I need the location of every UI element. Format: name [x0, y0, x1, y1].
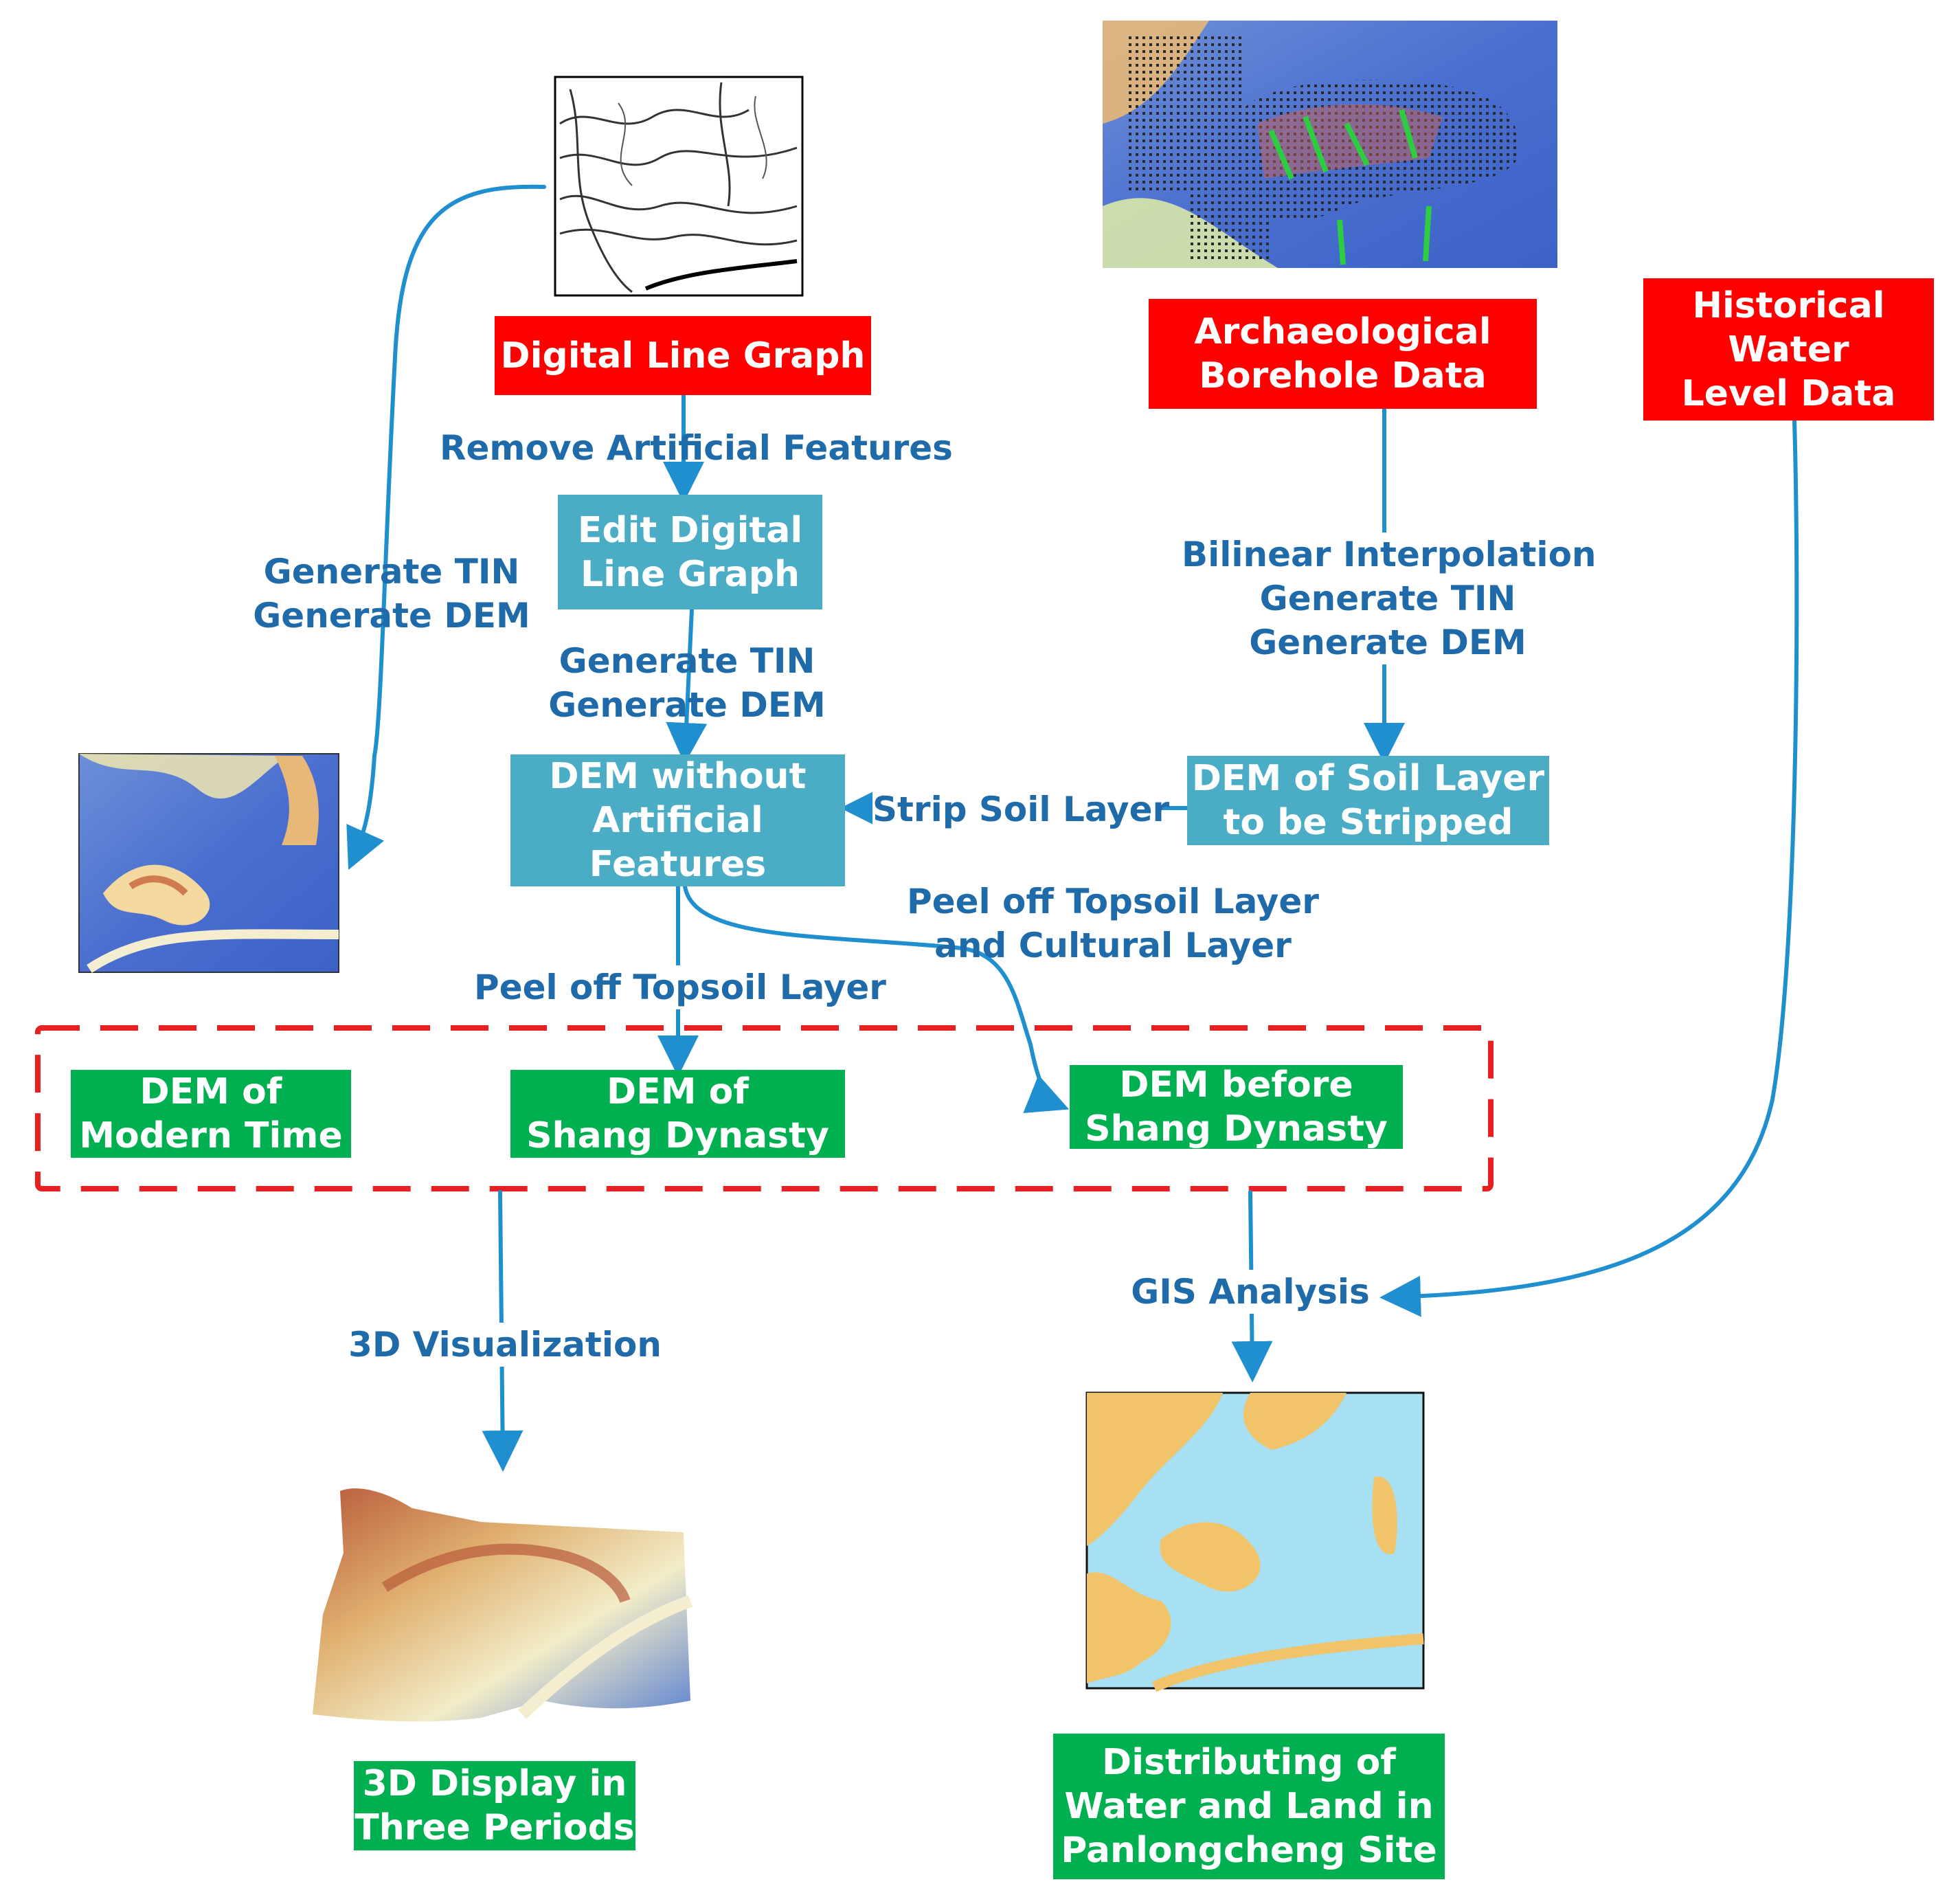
arrow-dem-without-to-before-shang [683, 884, 1070, 1113]
gis-analysis-label: GIS Analysis [1127, 1270, 1374, 1314]
peel-cultural-line1: Peel off Topsoil Layer [907, 882, 1319, 921]
bilinear-line3: Generate DEM [1249, 623, 1526, 662]
strip-soil-label: Strip Soil Layer [872, 787, 1169, 831]
edit-dlg-box: Edit Digital Line Graph [558, 495, 822, 609]
water-label-line3: Level Data [1681, 372, 1896, 414]
bilinear-label: Bilinear Interpolation Generate TIN Gene… [1182, 533, 1597, 664]
peel-topsoil-cultural-label: Peel off Topsoil Layer and Cultural Laye… [893, 880, 1333, 967]
remove-artificial-label: Remove Artificial Features [440, 428, 953, 468]
dem-modern-line2: Modern Time [79, 1115, 343, 1156]
historical-water-box: Historical Water Level Data [1643, 278, 1934, 421]
archaeological-borehole-box: Archaeological Borehole Data [1149, 299, 1537, 409]
dem-shang-line1: DEM of [607, 1071, 749, 1112]
display-3d-line2: Three Periods [354, 1807, 635, 1848]
water-land-line1: Distributing of [1102, 1742, 1396, 1783]
generate-left-line2: Generate DEM [253, 596, 530, 636]
dem-modern-box: DEM of Modern Time [71, 1070, 351, 1158]
dem-soil-line2: to be Stripped [1223, 802, 1513, 843]
dem-modern-line1: DEM of [139, 1071, 282, 1112]
water-land-map-image [1085, 1391, 1425, 1692]
terrain-3d-image [313, 1488, 692, 1722]
dem-without-line1: DEM without [549, 756, 807, 797]
generate-mid-line2: Generate DEM [548, 685, 826, 725]
digital-line-graph-label: Digital Line Graph [500, 335, 866, 377]
dem-soil-line1: DEM of Soil Layer [1191, 758, 1545, 799]
display-3d-box: 3D Display in Three Periods [354, 1761, 635, 1850]
borehole-label-line1: Archaeological [1194, 311, 1491, 352]
visualization-3d-label: 3D Visualization [343, 1323, 666, 1367]
water-land-box: Distributing of Water and Land in Panlon… [1053, 1734, 1445, 1879]
water-land-line3: Panlongcheng Site [1061, 1830, 1437, 1871]
water-label-line2: Water [1728, 328, 1849, 370]
dem-modern-image [78, 753, 339, 973]
bilinear-line1: Bilinear Interpolation [1182, 535, 1597, 574]
edit-dlg-line1: Edit Digital [577, 509, 803, 551]
borehole-label-line2: Borehole Data [1199, 355, 1487, 396]
dem-before-line2: Shang Dynasty [1085, 1108, 1388, 1150]
generate-mid-line1: Generate TIN [559, 641, 815, 681]
borehole-map-image [1103, 21, 1557, 268]
dem-before-shang-box: DEM before Shang Dynasty [1070, 1064, 1403, 1150]
arrow-edit-to-dem-without [666, 607, 708, 764]
water-land-line2: Water and Land in [1064, 1786, 1434, 1827]
dem-shang-box: DEM of Shang Dynasty [510, 1070, 845, 1158]
edit-dlg-line2: Line Graph [580, 553, 800, 595]
dem-soil-layer-box: DEM of Soil Layer to be Stripped [1187, 756, 1549, 845]
peel-cultural-line2: and Cultural Layer [934, 926, 1292, 965]
dem-before-line1: DEM before [1119, 1064, 1353, 1106]
dem-shang-line2: Shang Dynasty [526, 1115, 829, 1156]
generate-left-label: Generate TIN Generate DEM [247, 550, 536, 638]
arrow-water-to-gis [1379, 418, 1799, 1317]
display-3d-line1: 3D Display in [362, 1763, 627, 1804]
dem-without-line3: Features [589, 844, 767, 885]
generate-mid-label: Generate TIN Generate DEM [543, 639, 831, 727]
peel-topsoil-label: Peel off Topsoil Layer [467, 965, 893, 1009]
water-label-line1: Historical [1692, 284, 1885, 326]
generate-left-line1: Generate TIN [263, 552, 520, 592]
dem-without-line2: Artificial [592, 800, 763, 841]
bilinear-line2: Generate TIN [1259, 579, 1516, 618]
dem-group-outline [35, 1025, 1494, 1191]
arrow-contour-to-dem-modern [346, 184, 546, 870]
dem-without-artificial-box: DEM without Artificial Features [510, 754, 845, 886]
digital-line-graph-box: Digital Line Graph [495, 316, 871, 395]
contour-map-image [554, 76, 804, 297]
